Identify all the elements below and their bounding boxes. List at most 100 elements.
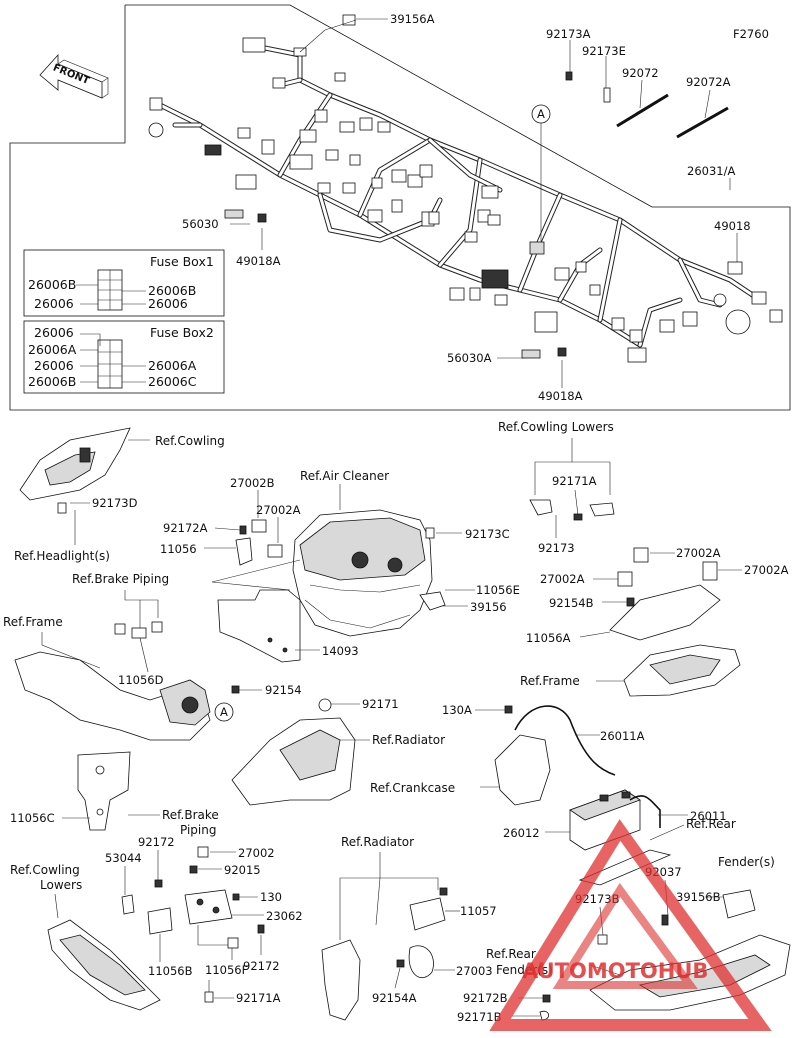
part-26011A: 26011A xyxy=(600,729,645,743)
fuse-box-1-right-top: 26006B xyxy=(148,283,196,298)
bolt-92015 xyxy=(189,865,198,874)
radiator-bottom-part xyxy=(321,939,361,1021)
ref-cowling: Ref.Cowling xyxy=(155,434,225,448)
part-92171A-2: 92171A xyxy=(236,991,281,1005)
crankcase-part xyxy=(494,734,551,806)
ref-frame-right: Ref.Frame xyxy=(520,674,580,688)
part-27002A-2: 27002A xyxy=(676,546,721,560)
clamp-11056E xyxy=(419,591,446,611)
ref-rear-fender-1b: Fender(s) xyxy=(718,855,775,869)
fuse-box-1-left-top: 26006B xyxy=(28,277,76,292)
part-11056: 11056 xyxy=(160,542,197,556)
fuse-box-1: Fuse Box1 26006B 26006 26006B 26006 xyxy=(23,249,225,317)
ref-cowling-lowers-a: Ref.Cowling xyxy=(10,863,80,877)
grommet-92171B xyxy=(539,1010,549,1021)
fuse-box-2-left-2: 26006A xyxy=(28,342,77,357)
part-11056F: 11056F xyxy=(205,963,248,977)
part-26031A: 26031/A xyxy=(687,164,735,178)
bracket-11056B xyxy=(147,907,173,935)
part-92173D: 92173D xyxy=(92,496,138,510)
ref-brake-piping: Ref.Brake Piping xyxy=(72,572,169,586)
bolt-92173C xyxy=(425,527,435,539)
bracket-11056A xyxy=(609,584,721,641)
callout-a-bottom-label: A xyxy=(220,705,228,719)
part-23062: 23062 xyxy=(266,909,303,923)
part-92173A: 92173A xyxy=(546,27,591,41)
ref-air-cleaner: Ref.Air Cleaner xyxy=(300,469,389,483)
front-arrow-icon: FRONT xyxy=(39,53,109,99)
air-cleaner-part xyxy=(292,509,433,637)
fuse-box-2-right-2: 26006C xyxy=(148,374,197,389)
part-27002A-3: 27002A xyxy=(540,572,585,586)
bolt-92154A xyxy=(396,959,405,968)
callout-a-top xyxy=(531,104,551,124)
label-56030A-part xyxy=(521,349,541,359)
part-92172: 92172 xyxy=(138,835,175,849)
bolt-92154B xyxy=(626,597,635,607)
part-26012: 26012 xyxy=(503,826,540,840)
top-leaders xyxy=(230,18,738,388)
clip-49018A-part xyxy=(257,213,267,223)
part-130A: 130A xyxy=(442,703,472,717)
part-92172-b: 92172 xyxy=(243,959,280,973)
fuse-box-2-right-1: 26006A xyxy=(148,358,197,373)
radiator-mid-part xyxy=(231,717,356,806)
label-56030-part xyxy=(224,209,244,219)
wiring-harness xyxy=(148,14,783,363)
watermark: AUTOMOTOHUB xyxy=(489,819,772,1031)
ref-rear-fender-1a: Ref.Rear xyxy=(686,817,736,831)
connector-27002A-1 xyxy=(267,544,283,558)
ref-brake-piping-2a: Ref.Brake xyxy=(162,808,219,822)
part-92172B: 92172B xyxy=(463,991,508,1005)
part-27002: 27002 xyxy=(238,846,275,860)
part-92172A: 92172A xyxy=(163,521,208,535)
part-11056B: 11056B xyxy=(148,964,193,978)
clip-92173B xyxy=(597,934,608,945)
ref-frame-left: Ref.Frame xyxy=(3,615,63,629)
part-11056A: 11056A xyxy=(526,631,571,645)
connector-27002A-3 xyxy=(617,571,633,587)
ref-crankcase: Ref.Crankcase xyxy=(370,781,455,795)
fuse-box-2-left-3: 26006 xyxy=(34,358,74,373)
fuse-box-2-left-4: 26006B xyxy=(28,374,76,389)
part-49018: 49018 xyxy=(714,219,751,233)
part-92173C: 92173C xyxy=(465,527,510,541)
relay-bracket-23062 xyxy=(184,889,233,925)
callout-a-top-label: A xyxy=(537,107,545,121)
part-92171B: 92171B xyxy=(457,1010,502,1024)
part-39156A: 39156A xyxy=(390,12,435,26)
bolt-130A xyxy=(504,705,513,714)
part-92072A: 92072A xyxy=(686,75,731,89)
part-92173: 92173 xyxy=(538,541,575,555)
part-26011: 26011 xyxy=(690,809,727,823)
brake-clips xyxy=(114,621,163,639)
part-27002B: 27002B xyxy=(230,476,275,490)
part-11056C: 11056C xyxy=(10,811,55,825)
bolt-92154 xyxy=(231,685,240,694)
part-92171A: 92171A xyxy=(552,474,597,488)
connector-27002 xyxy=(197,846,209,858)
part-56030A: 56030A xyxy=(447,351,492,365)
part-92154: 92154 xyxy=(265,683,302,697)
part-39156: 39156 xyxy=(470,600,507,614)
clips-92171A-92173 xyxy=(529,499,615,521)
part-49018A: 49018A xyxy=(236,254,281,268)
ref-cowling-lowers-b: Lowers xyxy=(40,878,82,892)
connector-27002A-2 xyxy=(633,547,649,563)
fuse-box-2-title: Fuse Box2 xyxy=(150,325,214,340)
grommet-92171 xyxy=(318,698,332,712)
connector-39156B xyxy=(722,889,756,919)
bracket-11056C xyxy=(77,751,131,831)
part-92154A: 92154A xyxy=(372,991,417,1005)
connector-27002B xyxy=(251,519,267,533)
watermark-text: AUTOMOTOHUB xyxy=(522,959,708,983)
bracket-11057 xyxy=(409,897,446,931)
clip-49018A2-part xyxy=(557,347,567,357)
part-27003: 27003 xyxy=(456,964,493,978)
figure-code: F2760 xyxy=(733,27,769,41)
callout-a-bottom xyxy=(214,702,234,722)
part-27002A-4: 27002A xyxy=(744,563,789,577)
part-27002A-1: 27002A xyxy=(256,503,301,517)
